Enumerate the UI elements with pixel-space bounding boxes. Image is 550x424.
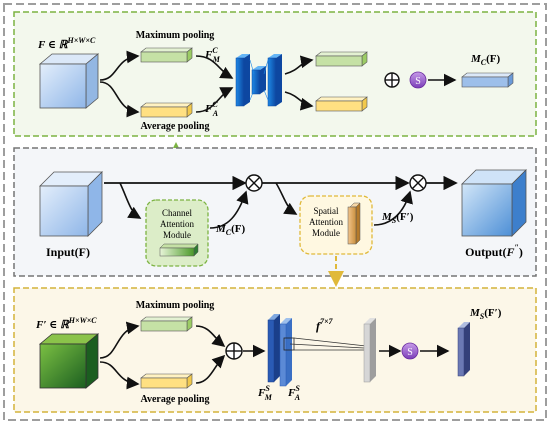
spatial-attention-map [457, 322, 470, 377]
sam-line1: Spatial [314, 206, 339, 216]
sam-line3: Module [312, 228, 340, 238]
top-avg-pool-vector [140, 102, 193, 118]
multiply-icon-2 [409, 174, 427, 192]
bottom-concat-icon [225, 342, 243, 360]
channel-attention-panel: F ∈ ℝH×W×C Maximum pooling Average pooli… [13, 11, 537, 137]
top-arrow-to-max [99, 50, 140, 81]
bottom-input-label: F′ ∈ ℝH×W×C [35, 316, 97, 331]
output-caption: Output(F″) [465, 243, 523, 259]
cam-line2: Attention [160, 219, 194, 229]
top-max-pool-vector [140, 47, 193, 63]
conv-line-1 [293, 337, 367, 347]
arrow-to-sam [275, 182, 298, 215]
input-caption: Input(F) [46, 245, 90, 259]
bottom-arrow-avg-to-concat [195, 354, 226, 384]
top-arrow-mlp-to-out1 [284, 55, 314, 75]
cam-line1: Channel [162, 208, 192, 218]
top-mc-label: MC(F) [470, 53, 501, 67]
cbam-overview-panel: Input(F) Channel Attention Module MC(F) [13, 147, 537, 277]
top-arrow-avg-to-mlp [195, 87, 234, 113]
middle-mcf-label: MC(F) [215, 223, 246, 237]
bottom-arrow-to-max [99, 321, 140, 359]
channel-attention-module-box[interactable]: Channel Attention Module [145, 199, 209, 267]
bottom-ms-label: MS(F′) [469, 307, 502, 321]
output-cube [461, 169, 527, 237]
bottom-sigmoid-icon: S [401, 342, 419, 360]
svg-text:S: S [415, 76, 421, 87]
arrow-sam-to-mult2 [373, 190, 413, 226]
top-input-label: F ∈ ℝH×W×C [37, 36, 96, 51]
top-max-pooling-label: Maximum pooling [136, 30, 215, 41]
top-input-cube [38, 53, 100, 109]
bottom-arrow-to-avg [99, 361, 140, 390]
top-elementwise-sum-icon [384, 72, 400, 88]
top-arrow-max-to-mlp [195, 55, 234, 79]
bottom-max-pooling-label: Maximum pooling [136, 300, 215, 311]
conv-kernel-label: f7×7 [316, 317, 334, 333]
middle-input-cube [39, 171, 103, 237]
conv-line-3 [289, 343, 365, 349]
conv-output-map [363, 318, 376, 383]
top-sigmoid-icon: S [409, 71, 427, 89]
arrow-to-cam [119, 182, 142, 219]
top-avg-pooling-label: Average pooling [141, 121, 210, 132]
cam-line3: Module [163, 230, 191, 240]
shared-mlp-network [235, 54, 282, 107]
arrow-cam-to-mult1 [209, 190, 249, 229]
middle-msf-label: MS(F′) [381, 211, 414, 225]
multiply-icon-1 [245, 174, 263, 192]
bottom-avg-pool-vector [140, 373, 193, 389]
top-mlp-output-max [315, 51, 368, 67]
concatenated-feature-maps [267, 314, 295, 387]
top-mlp-output-avg [315, 96, 368, 112]
top-arrow-mlp-to-out2 [284, 91, 314, 111]
top-arrow-to-avg [99, 81, 140, 118]
bottom-avg-pooling-label: Average pooling [141, 394, 210, 405]
bottom-input-cube [38, 333, 100, 389]
spatial-attention-module-box[interactable]: Spatial Attention Module [299, 195, 373, 255]
svg-text:S: S [407, 347, 413, 358]
sam-line2: Attention [309, 217, 343, 227]
bottom-arrow-max-to-concat [195, 325, 226, 348]
top-mc-vector [461, 72, 514, 88]
bottom-max-pool-vector [140, 316, 193, 332]
outer-border [3, 3, 547, 421]
spatial-attention-panel: F′ ∈ ℝH×W×C Maximum pooling Average pool… [13, 287, 537, 413]
